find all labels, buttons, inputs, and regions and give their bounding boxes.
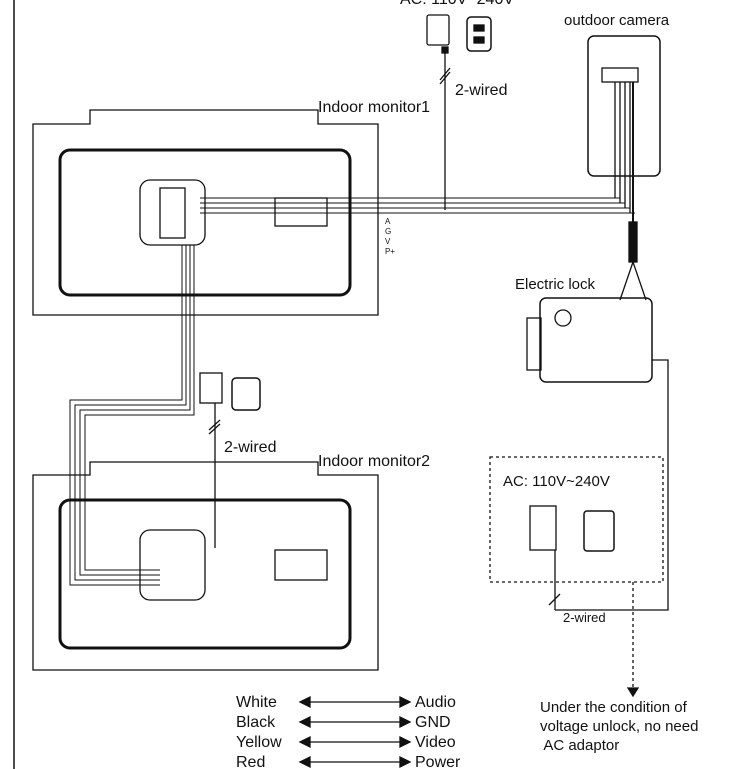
svg-text:A: A [385, 217, 391, 226]
svg-text:Electric lock: Electric lock [515, 276, 596, 293]
svg-text:Indoor monitor1: Indoor monitor1 [318, 99, 430, 116]
wire-color-legend: White Audio Black GND Yellow Video Red P… [236, 694, 461, 769]
svg-text:Video: Video [415, 734, 456, 751]
legend-row: White Audio [236, 694, 456, 711]
svg-text:Audio: Audio [415, 694, 456, 711]
indoor-monitor-2: 2-wired Indoor monitor2 [32, 245, 430, 671]
svg-text:AC: 110V~240V: AC: 110V~240V [400, 0, 514, 8]
indoor-monitor-1: Indoor monitor1 A G V P+ [32, 99, 635, 316]
svg-text:Yellow: Yellow [236, 734, 282, 751]
legend-row: Black GND [236, 714, 451, 731]
svg-text:Indoor monitor2: Indoor monitor2 [318, 453, 430, 470]
svg-text:Under the condition of: Under the condition of [540, 699, 688, 716]
svg-text:2-wired: 2-wired [563, 610, 606, 625]
svg-text:White: White [236, 694, 277, 711]
svg-text:2-wired: 2-wired [455, 82, 507, 99]
note: Under the condition of voltage unlock, n… [540, 699, 698, 754]
svg-text:P+: P+ [385, 247, 395, 256]
svg-text:Power: Power [415, 754, 461, 769]
lock-power-adaptor: AC: 110V~240V 2-wired [489, 456, 664, 698]
svg-text:GND: GND [415, 714, 451, 731]
svg-text:AC adaptor: AC adaptor [540, 737, 619, 754]
electric-lock: Electric lock [515, 276, 669, 611]
svg-text:voltage unlock, no need: voltage unlock, no need [540, 718, 698, 735]
legend-row: Red Power [236, 754, 461, 769]
svg-text:outdoor camera: outdoor camera [564, 12, 670, 29]
svg-text:V: V [385, 237, 391, 246]
legend-row: Yellow Video [236, 734, 456, 751]
svg-text:Black: Black [236, 714, 276, 731]
svg-text:2-wired: 2-wired [224, 439, 276, 456]
outdoor-camera: outdoor camera [564, 12, 670, 301]
svg-text:G: G [385, 227, 391, 236]
svg-text:AC: 110V~240V: AC: 110V~240V [503, 473, 610, 490]
monitor1-terminal-labels: A G V P+ [385, 217, 395, 256]
svg-text:Red: Red [236, 754, 265, 769]
top-power-adaptor: AC: 110V~240V 2-wired [400, 0, 514, 210]
